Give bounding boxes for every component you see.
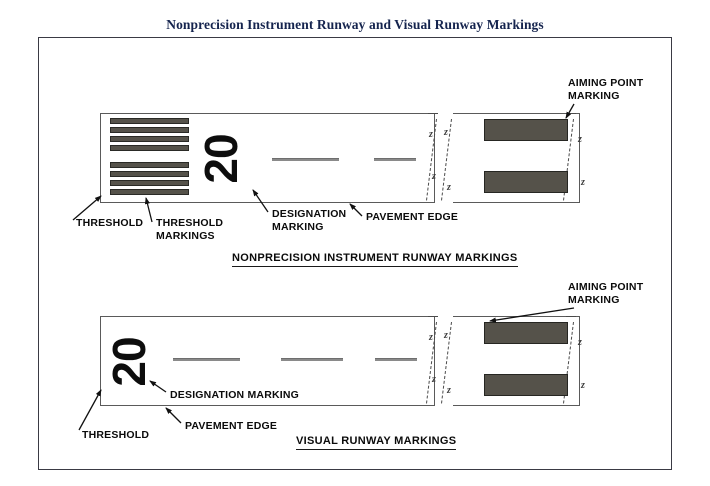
threshold-marking-bar bbox=[110, 171, 189, 177]
runway-pavement-lower-left bbox=[100, 316, 435, 406]
caption-visual-runway: VISUAL RUNWAY MARKINGS bbox=[296, 435, 457, 450]
centerline-dash bbox=[375, 358, 417, 361]
break-line-z-mark: z bbox=[444, 127, 448, 138]
threshold-marking-bar bbox=[110, 145, 189, 151]
threshold-marking-bar bbox=[110, 127, 189, 133]
centerline-dash bbox=[374, 158, 416, 161]
label-pavement-edge-lower: PAVEMENT EDGE bbox=[185, 420, 278, 432]
centerline-dash bbox=[272, 158, 339, 161]
break-line-z-mark: z bbox=[447, 182, 451, 193]
break-line-z-mark: z bbox=[578, 337, 582, 348]
threshold-marking-bar bbox=[110, 180, 189, 186]
aiming-point-marking bbox=[484, 374, 568, 396]
designation-marking-number: 20 bbox=[103, 337, 155, 387]
break-line-z-mark: z bbox=[429, 129, 433, 140]
break-line-z-mark: z bbox=[432, 374, 436, 385]
break-line-cap bbox=[428, 316, 438, 317]
break-line-cap bbox=[428, 113, 438, 114]
designation-marking-number: 20 bbox=[195, 134, 247, 184]
page-title: Nonprecision Instrument Runway and Visua… bbox=[166, 17, 544, 32]
aiming-point-marking bbox=[484, 171, 568, 193]
label-pavement-edge-upper: PAVEMENT EDGE bbox=[366, 211, 459, 223]
runway-pavement-upper-right bbox=[453, 113, 580, 203]
label-designation-marking-lower: DESIGNATION MARKING bbox=[170, 389, 300, 401]
centerline-dash bbox=[281, 358, 343, 361]
caption-nonprecision-instrument-runway: NONPRECISION INSTRUMENT RUNWAY MARKINGS bbox=[232, 252, 518, 267]
label-threshold-upper: THRESHOLD bbox=[76, 217, 144, 229]
label-designation-marking-upper: DESIGNATION MARKING bbox=[272, 208, 347, 233]
threshold-marking-bar bbox=[110, 136, 189, 142]
break-line-z-mark: z bbox=[578, 134, 582, 145]
break-line-z-mark: z bbox=[581, 177, 585, 188]
break-line-z-mark: z bbox=[432, 171, 436, 182]
break-line-z-mark: z bbox=[444, 330, 448, 341]
break-line-z-mark: z bbox=[429, 332, 433, 343]
threshold-marking-bar bbox=[110, 118, 189, 124]
aiming-point-marking bbox=[484, 119, 568, 141]
break-line-cap bbox=[566, 316, 576, 317]
centerline-dash bbox=[173, 358, 240, 361]
label-aiming-point-marking-upper: AIMING POINT MARKING bbox=[568, 77, 644, 102]
threshold-marking-bar bbox=[110, 162, 189, 168]
label-threshold-markings-upper: THRESHOLD MARKINGS bbox=[156, 217, 224, 242]
break-line-z-mark: z bbox=[447, 385, 451, 396]
aiming-point-marking bbox=[484, 322, 568, 344]
label-aiming-point-marking-lower: AIMING POINT MARKING bbox=[568, 281, 644, 306]
break-line-z-mark: z bbox=[581, 380, 585, 391]
break-line-cap bbox=[566, 113, 576, 114]
label-threshold-lower: THRESHOLD bbox=[82, 429, 150, 441]
threshold-marking-bar bbox=[110, 189, 189, 195]
